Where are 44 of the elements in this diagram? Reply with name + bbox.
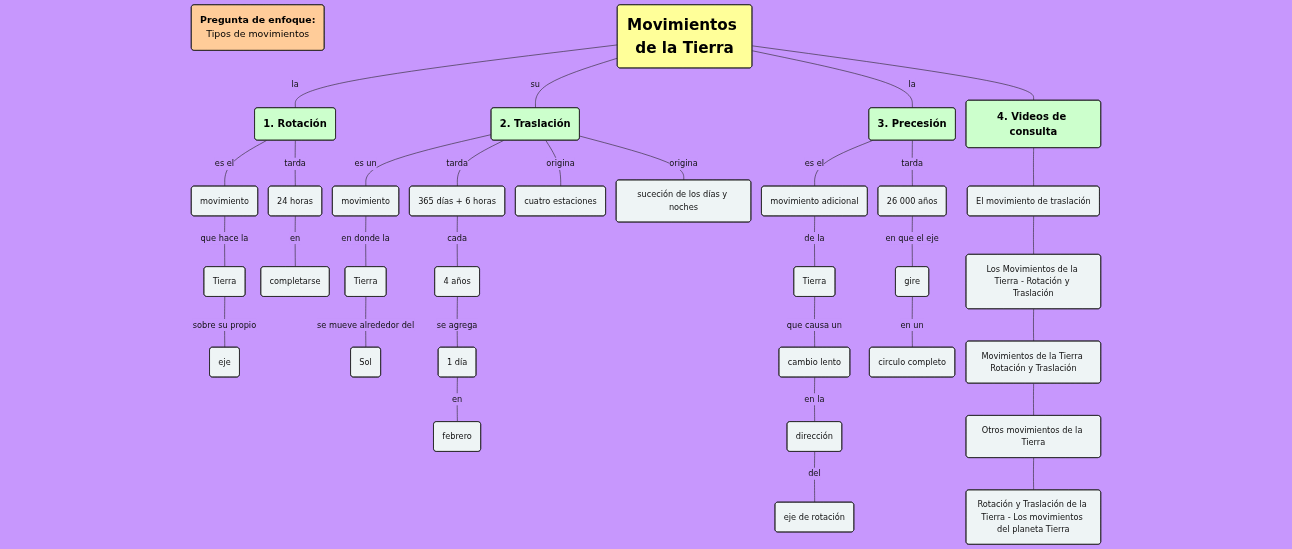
connector [814, 215, 815, 268]
edge-label: en donde la [341, 233, 390, 243]
edge-label: la [908, 79, 916, 89]
connector [1033, 457, 1034, 491]
edge-label: que causa un [786, 319, 842, 330]
connector [911, 140, 913, 187]
edge-label: origina [669, 158, 698, 169]
connector [365, 134, 492, 187]
connector [751, 45, 1034, 101]
edge-label: sobre su propio [192, 319, 257, 330]
edge-label: se agrega [436, 319, 478, 330]
connector [535, 57, 618, 109]
edge-label: en que el eje [885, 233, 939, 243]
edge-label: tarda [284, 158, 306, 169]
connector [814, 377, 815, 423]
edge-label: se mueve alrededor del [316, 319, 415, 330]
edge-label: de la [804, 233, 825, 243]
edge-label: en [451, 394, 463, 404]
connector [1033, 215, 1034, 255]
edge-label: su [530, 79, 540, 89]
edge-label: la [291, 79, 299, 89]
edge-label: en [289, 233, 301, 243]
connector [579, 135, 685, 181]
connector [224, 140, 267, 187]
edge-label: es un [354, 158, 377, 169]
connector [1033, 147, 1034, 187]
edge-label: que hace la [200, 233, 249, 243]
edge-label: es el [214, 158, 235, 169]
connector [911, 296, 913, 348]
connector [295, 44, 618, 109]
edge-label: en la [804, 394, 825, 404]
edge-label: es el [804, 158, 825, 169]
connector [751, 50, 913, 109]
connector [457, 140, 504, 187]
connector [1033, 383, 1034, 416]
connector [814, 140, 873, 187]
connector [1033, 308, 1034, 342]
edge-label: del [808, 468, 821, 479]
edge-label: cada [447, 233, 467, 243]
edge-label: en un [900, 319, 924, 330]
connector [294, 140, 296, 187]
edge-label: tarda [446, 158, 468, 169]
edge-label: tarda [901, 158, 923, 169]
edge-label: origina [546, 158, 575, 169]
